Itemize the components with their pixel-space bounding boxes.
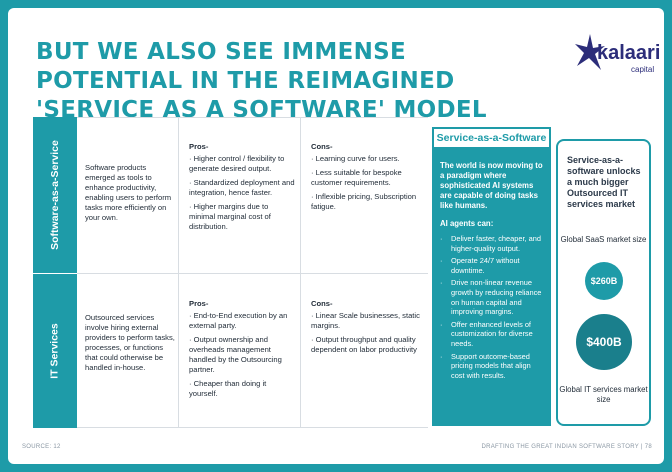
market-title: Service-as-a-software unlocks a much big… bbox=[567, 155, 641, 209]
list-item: Cheaper than doing it yourself. bbox=[189, 379, 295, 399]
comparison-table: Software-as-a-Service IT Services Softwa… bbox=[33, 117, 428, 428]
list-item: Drive non-linear revenue growth by reduc… bbox=[440, 278, 545, 316]
it-market-circle: $400B bbox=[576, 314, 632, 370]
list-item: Output throughput and quality dependent … bbox=[311, 335, 425, 355]
list-item: Inflexible pricing, Subscription fatigue… bbox=[311, 192, 425, 212]
agents-title: AI agents can: bbox=[440, 219, 494, 228]
source-note: SOURCE: 12 bbox=[22, 444, 61, 450]
row-label-it-services: IT Services bbox=[33, 274, 77, 428]
saas-market-circle: $260B bbox=[585, 262, 623, 300]
panel-header: Service-as-a-Software bbox=[432, 127, 551, 149]
logo-sub: capital bbox=[631, 65, 655, 74]
logo-word: kalaari bbox=[597, 42, 661, 64]
slide-title: But we also see immense potential in the… bbox=[36, 39, 487, 123]
it-cons: Cons- Linear Scale businesses, static ma… bbox=[311, 299, 425, 359]
list-item: End-to-End execution by an external part… bbox=[189, 311, 295, 331]
it-market-label: Global IT services market size bbox=[559, 385, 648, 404]
kalaari-logo: kalaari capital bbox=[573, 32, 660, 76]
saas-description: Software products emerged as tools to en… bbox=[85, 163, 172, 222]
slide: But we also see immense potential in the… bbox=[8, 8, 664, 464]
it-pros: Pros- End-to-End execution by an externa… bbox=[189, 299, 295, 403]
list-item: Offer enhanced levels of customization f… bbox=[440, 320, 545, 349]
list-item: Less suitable for bespoke customer requi… bbox=[311, 168, 425, 188]
page-footer: DRAFTING THE GREAT INDIAN SOFTWARE STORY… bbox=[481, 444, 652, 450]
list-item: Deliver faster, cheaper, and higher-qual… bbox=[440, 234, 545, 253]
list-item: Operate 24/7 without downtime. bbox=[440, 256, 545, 275]
divider bbox=[300, 117, 301, 428]
row-label-saas: Software-as-a-Service bbox=[33, 117, 77, 273]
list-item: Higher margins due to minimal marginal c… bbox=[189, 202, 295, 232]
saas-cons: Cons- Learning curve for users. Less sui… bbox=[311, 142, 425, 216]
divider bbox=[77, 273, 428, 274]
saas-pros: Pros- Higher control / flexibility to ge… bbox=[189, 142, 295, 236]
list-item: Learning curve for users. bbox=[311, 154, 425, 164]
list-item: Output ownership and overheads managemen… bbox=[189, 335, 295, 375]
it-market-value: $400B bbox=[586, 335, 622, 349]
divider bbox=[178, 117, 179, 428]
divider bbox=[77, 427, 428, 428]
star-icon bbox=[575, 34, 605, 70]
it-description: Outsourced services involve hiring exter… bbox=[85, 313, 175, 372]
list-item: Higher control / flexibility to generate… bbox=[189, 154, 295, 174]
market-size-panel: Service-as-a-software unlocks a much big… bbox=[556, 139, 651, 426]
service-as-a-software-panel: Service-as-a-Software The world is now m… bbox=[432, 127, 551, 426]
saas-market-label: Global SaaS market size bbox=[560, 235, 647, 244]
divider bbox=[77, 117, 428, 118]
list-item: Support outcome-based pricing models tha… bbox=[440, 352, 545, 381]
saas-market-value: $260B bbox=[590, 276, 618, 286]
list-item: Linear Scale businesses, static margins. bbox=[311, 311, 425, 331]
panel-intro: The world is now moving to a paradigm wh… bbox=[440, 161, 543, 210]
list-item: Standardized deployment and integration,… bbox=[189, 178, 295, 198]
